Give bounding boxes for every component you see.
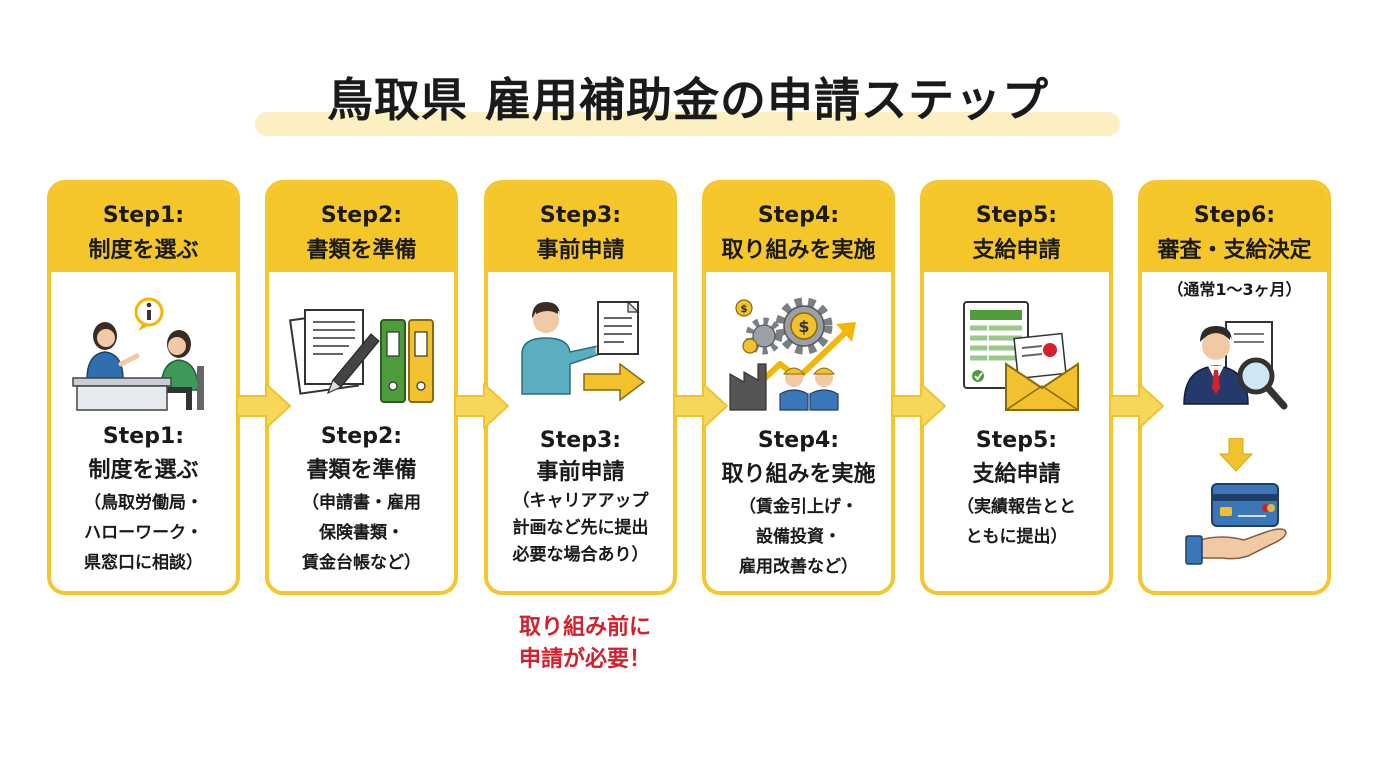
consultation-icon (65, 294, 225, 414)
flow-arrow-3 (673, 383, 728, 429)
step-body-number: Step3: (539, 428, 622, 453)
step-header: Step5: 支給申請 (924, 184, 1109, 272)
down-arrow-icon (1218, 437, 1254, 472)
step-body-title: 事前申請 (536, 460, 625, 485)
report-envelope-icon (938, 294, 1098, 414)
step-body-title: 取り組みを実施 (721, 462, 876, 487)
step3-warning-note: 取り組み前に 申請が必要！ (480, 612, 690, 676)
step-duration-note: （通常1～3ヶ月） (1167, 280, 1302, 299)
step-header-title: 取り組みを実施 (721, 238, 876, 263)
step-card-4: Step4: 取り組みを実施 $ $ Step4: 取り組みを実施 （賃金引 (702, 180, 895, 595)
flow-arrow-1 (236, 383, 291, 429)
step-body-number: Step5: (975, 428, 1058, 453)
step-header-title: 事前申請 (536, 238, 625, 263)
step-header: Step2: 書類を準備 (269, 184, 454, 272)
step-body-number: Step1: (102, 424, 185, 449)
step-body: Step2: 書類を準備 （申請書・雇用 保険書類・ 賃金台帳など） (269, 420, 454, 578)
page-title: 鳥取県 雇用補助金の申請ステップ (326, 73, 1049, 127)
svg-text:$: $ (741, 304, 748, 315)
step-header: Step6: 審査・支給決定 (1142, 184, 1327, 272)
title-highlight (255, 112, 1120, 136)
step-card-1: Step1: 制度を選ぶ Step1: 制度を選ぶ （鳥取労働局・ ハローワーク… (47, 180, 240, 595)
step-header: Step3: 事前申請 (488, 184, 673, 272)
step-detail-line: ともに提出） (965, 527, 1068, 547)
flow-arrow-2 (454, 383, 509, 429)
step-body: Step1: 制度を選ぶ （鳥取労働局・ ハローワーク・ 県窓口に相談） (51, 420, 236, 578)
step-header-title: 審査・支給決定 (1157, 238, 1312, 263)
gears-growth-workers-icon: $ $ (720, 294, 880, 414)
step-header-title: 制度を選ぶ (88, 238, 199, 263)
step-body-number: Step2: (320, 424, 403, 449)
reviewer-magnifier-icon (1176, 318, 1296, 418)
step-body-number: Step4: (757, 428, 840, 453)
step-header-title: 支給申請 (972, 238, 1061, 263)
step-detail-line: （申請書・雇用 (302, 493, 421, 513)
step-card-3: Step3: 事前申請 Step3: 事前申請 （キャリアアップ 計画など先に提… (484, 180, 677, 595)
step-header-number: Step4: (757, 203, 840, 228)
svg-text:$: $ (798, 317, 809, 336)
step-detail-line: ハローワーク・ (84, 523, 203, 543)
warning-line: 取り組み前に (518, 615, 651, 640)
step-detail-line: 計画など先に提出 (512, 518, 649, 538)
step-card-6: Step6: 審査・支給決定 （通常1～3ヶ月） (1138, 180, 1331, 595)
flow-arrow-5 (1109, 383, 1164, 429)
step-detail-line: 雇用改善など） (739, 557, 858, 577)
payment-card-hand-icon (1182, 480, 1292, 570)
step-header: Step4: 取り組みを実施 (706, 184, 891, 272)
step-body-title: 制度を選ぶ (88, 458, 199, 483)
submit-document-icon (502, 294, 662, 414)
step-header-number: Step1: (102, 203, 185, 228)
documents-binders-icon (283, 294, 443, 414)
step-detail-line: （鳥取労働局・ (84, 493, 203, 513)
step-body-title: 書類を準備 (306, 458, 417, 483)
step-detail-line: 設備投資・ (756, 527, 841, 547)
step-body: Step3: 事前申請 （キャリアアップ 計画など先に提出 必要な場合あり） (488, 424, 673, 569)
step-detail-line: 賃金台帳など） (302, 553, 421, 573)
step-header-number: Step5: (975, 203, 1058, 228)
step-body: Step5: 支給申請 （実績報告とと ともに提出） (924, 424, 1109, 552)
step-detail-line: 必要な場合あり） (512, 545, 649, 565)
step-card-5: Step5: 支給申請 Step5: 支給申請 （実績報告とと ともに提出） (920, 180, 1113, 595)
flow-arrow-4 (891, 383, 946, 429)
step-header-number: Step3: (539, 203, 622, 228)
step-detail-line: （実績報告とと (957, 497, 1076, 517)
step-body: Step4: 取り組みを実施 （賃金引上げ・ 設備投資・ 雇用改善など） (706, 424, 891, 582)
step-header-number: Step6: (1193, 203, 1276, 228)
step-detail-line: （賃金引上げ・ (739, 497, 858, 517)
step-header: Step1: 制度を選ぶ (51, 184, 236, 272)
title-area: 鳥取県 雇用補助金の申請ステップ (0, 62, 1376, 142)
step-card-2: Step2: 書類を準備 Step2: 書類を準備 （申請書・雇用 保険書類・ … (265, 180, 458, 595)
step-header-number: Step2: (320, 203, 403, 228)
step-detail-line: （キャリアアップ (512, 491, 649, 511)
warning-line: 申請が必要！ (518, 647, 651, 672)
step-body-title: 支給申請 (972, 462, 1061, 487)
step-detail-line: 県窓口に相談） (84, 553, 203, 573)
step-header-title: 書類を準備 (306, 238, 417, 263)
step-detail-line: 保険書類・ (319, 523, 404, 543)
